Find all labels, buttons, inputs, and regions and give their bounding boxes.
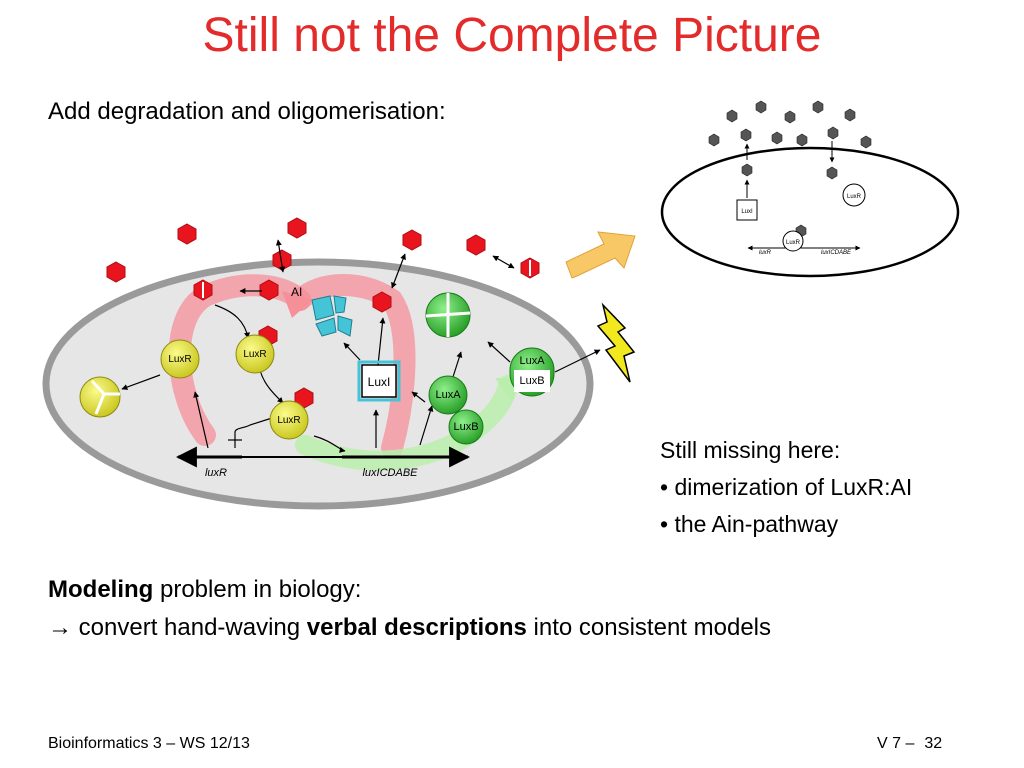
luxr-label-3: LuxR: [277, 415, 300, 426]
missing-item-2: • the Ain-pathway: [660, 511, 839, 537]
missing-heading: Still missing here:: [660, 437, 841, 463]
luxb-label-complex: LuxB: [519, 375, 544, 387]
slide-subtitle: Add degradation and oligomerisation:: [48, 98, 446, 125]
inset-luxr-label-1: LuxR: [847, 194, 862, 200]
footer-course: Bioinformatics 3 – WS 12/13: [48, 735, 250, 752]
slide-title: Still not the Complete Picture: [202, 9, 822, 62]
luxab-degraded-marks: [425, 293, 471, 337]
light-bolt-icon: [596, 302, 636, 383]
luxa-label-complex: LuxA: [519, 355, 545, 367]
inset-luxi-label: LuxI: [741, 209, 753, 215]
inset-gene-luxicdabe: luxICDABE: [821, 250, 852, 256]
modeling-line-1: Modeling problem in biology:: [48, 576, 362, 603]
luxr-degraded-marks: [90, 379, 120, 415]
modeling-line-2: → convert hand-waving verbal description…: [48, 614, 771, 641]
gene-luxr-label: luxR: [205, 467, 227, 479]
luxr-molecules: [79, 334, 309, 440]
page-number: 32: [924, 735, 943, 752]
double-arrow-icon: [565, 231, 636, 279]
modeling-block: Modeling problem in biology: → convert h…: [48, 571, 771, 647]
luxr-label-1: LuxR: [168, 354, 191, 365]
inset-luxr-label-2: LuxR: [786, 240, 801, 246]
inset-gene-luxr: luxR: [759, 250, 772, 256]
luxi-label: LuxI: [368, 375, 391, 389]
degraded-ai-marks: [202, 260, 531, 298]
luxi-fragments: [311, 295, 353, 337]
luxi-box: [361, 364, 397, 398]
luxa-label: LuxA: [435, 389, 461, 401]
ai-label: AI: [291, 285, 302, 299]
luxr-label-2: LuxR: [243, 349, 266, 360]
luxb-label: LuxB: [453, 421, 478, 433]
inset-diagram: LuxI LuxR LuxR luxR luxICDABE: [660, 100, 960, 278]
missing-items-block: Still missing here: • dimerization of Lu…: [660, 432, 912, 543]
reaction-arrows: [121, 239, 601, 453]
missing-item-1: • dimerization of LuxR:AI: [660, 474, 913, 500]
gene-luxicdabe-label: luxICDABE: [362, 467, 418, 479]
footer-lecture: V 7 –32: [877, 735, 943, 752]
